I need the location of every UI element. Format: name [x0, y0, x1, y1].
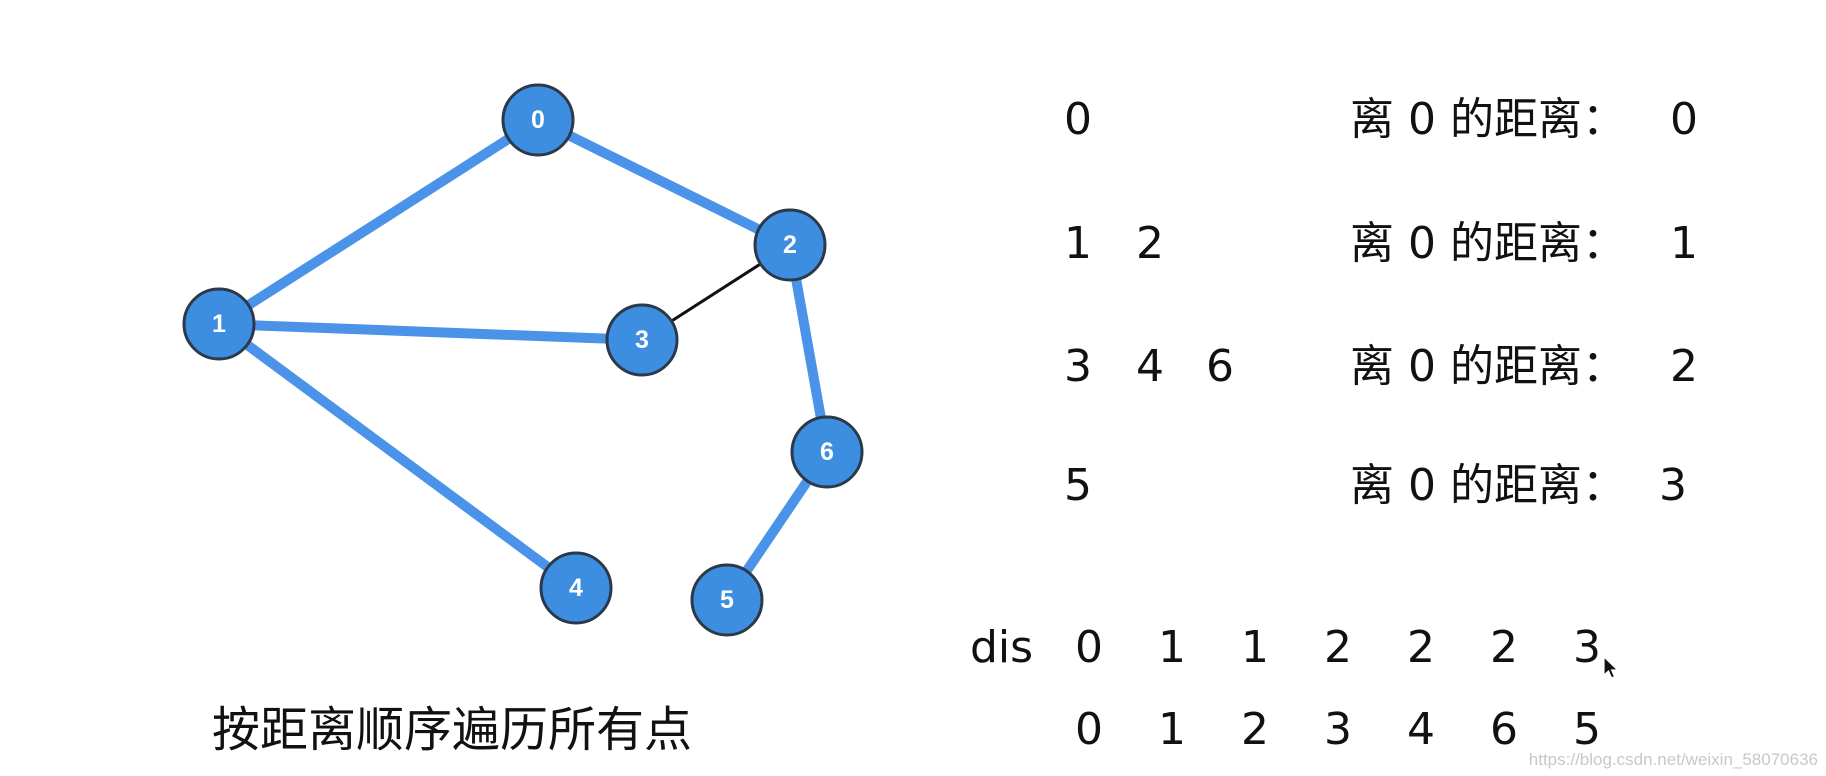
edge-0-1 [214, 115, 543, 329]
node-label: 1 [212, 310, 226, 338]
watermark: https://blog.csdn.net/weixin_58070636 [1528, 750, 1818, 769]
dis-value-cell: 2 [1490, 622, 1518, 673]
level-distance-label: 离 0 的距离： [1350, 460, 1626, 511]
graph-node-4: 4 [539, 551, 613, 625]
node-label: 4 [569, 574, 583, 602]
edge-0-2 [533, 115, 795, 250]
graph-node-2: 2 [753, 208, 827, 282]
node-label: 3 [635, 326, 649, 354]
visit-order-cell: 0 [1075, 704, 1103, 755]
level-distance-value: 1 [1670, 218, 1698, 269]
visit-order-cell: 5 [1573, 704, 1601, 755]
level-node: 5 [1064, 460, 1092, 511]
visit-order-cell: 3 [1324, 704, 1352, 755]
dis-value-cell: 1 [1158, 622, 1186, 673]
level-distance-label: 离 0 的距离： [1350, 218, 1626, 269]
graph-node-3: 3 [605, 303, 679, 377]
graph-node-1: 1 [182, 287, 256, 361]
dis-value-cell: 1 [1241, 622, 1269, 673]
node-circle [605, 303, 679, 377]
level-distance-value: 2 [1670, 341, 1698, 392]
node-label: 2 [783, 231, 797, 259]
visit-order-cell: 4 [1407, 704, 1435, 755]
visit-order-cell: 6 [1490, 704, 1518, 755]
level-distance-value: 0 [1670, 94, 1698, 145]
node-circle [790, 415, 864, 489]
node-circle [690, 563, 764, 637]
level-node: 2 [1136, 218, 1164, 269]
level-node: 1 [1064, 218, 1092, 269]
dis-value-cell: 2 [1407, 622, 1435, 673]
mouse-cursor-icon [1603, 656, 1619, 679]
node-circle [539, 551, 613, 625]
level-node: 6 [1206, 341, 1234, 392]
visit-order-cell: 1 [1158, 704, 1186, 755]
graph-node-0: 0 [501, 83, 575, 157]
dis-label: dis [970, 622, 1034, 673]
level-distance-label: 离 0 的距离： [1350, 94, 1626, 145]
dis-value-cell: 2 [1324, 622, 1352, 673]
diagram-caption: 按距离顺序遍历所有点 [212, 702, 693, 758]
graph-edges [214, 115, 832, 605]
node-circle [753, 208, 827, 282]
level-distance-label: 离 0 的距离： [1350, 341, 1626, 392]
edge-1-4 [214, 319, 581, 593]
node-label: 5 [720, 586, 734, 614]
node-label: 6 [820, 438, 834, 466]
graph-node-6: 6 [790, 415, 864, 489]
graph-node-5: 5 [690, 563, 764, 637]
level-node: 3 [1064, 341, 1092, 392]
level-node: 4 [1136, 341, 1164, 392]
visit-order-cell: 2 [1241, 704, 1269, 755]
node-label: 0 [531, 106, 545, 134]
graph-nodes: 0 1 2 3 4 5 6 [182, 83, 864, 637]
dis-value-cell: 0 [1075, 622, 1103, 673]
level-distance-value: 3 [1659, 460, 1687, 511]
edge-1-3 [214, 319, 647, 345]
node-circle [182, 287, 256, 361]
level-node: 0 [1064, 94, 1092, 145]
dis-value-cell: 3 [1573, 622, 1601, 673]
node-circle [501, 83, 575, 157]
